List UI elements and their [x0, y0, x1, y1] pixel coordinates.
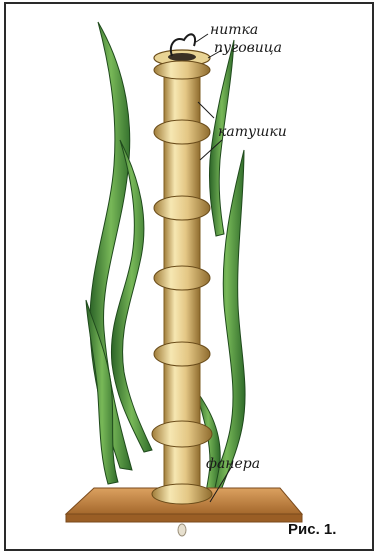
- plywood-edge: [66, 514, 302, 522]
- spool-flange: [152, 484, 212, 504]
- spool-flange: [154, 196, 210, 220]
- spool-flange: [154, 342, 210, 366]
- spool-flange: [152, 421, 212, 447]
- drip: [178, 524, 186, 536]
- spool-flange: [154, 120, 210, 144]
- label-spools: катушки: [218, 124, 287, 140]
- label-plywood: фанера: [206, 456, 260, 472]
- label-thread: нитка: [210, 22, 258, 38]
- spool-column: [152, 34, 212, 536]
- label-button: пуговица: [214, 40, 282, 56]
- spool-flange: [154, 61, 210, 79]
- figure-caption: Рис. 1.: [288, 521, 336, 538]
- leader-thread: [196, 34, 208, 42]
- spool-flange: [154, 266, 210, 290]
